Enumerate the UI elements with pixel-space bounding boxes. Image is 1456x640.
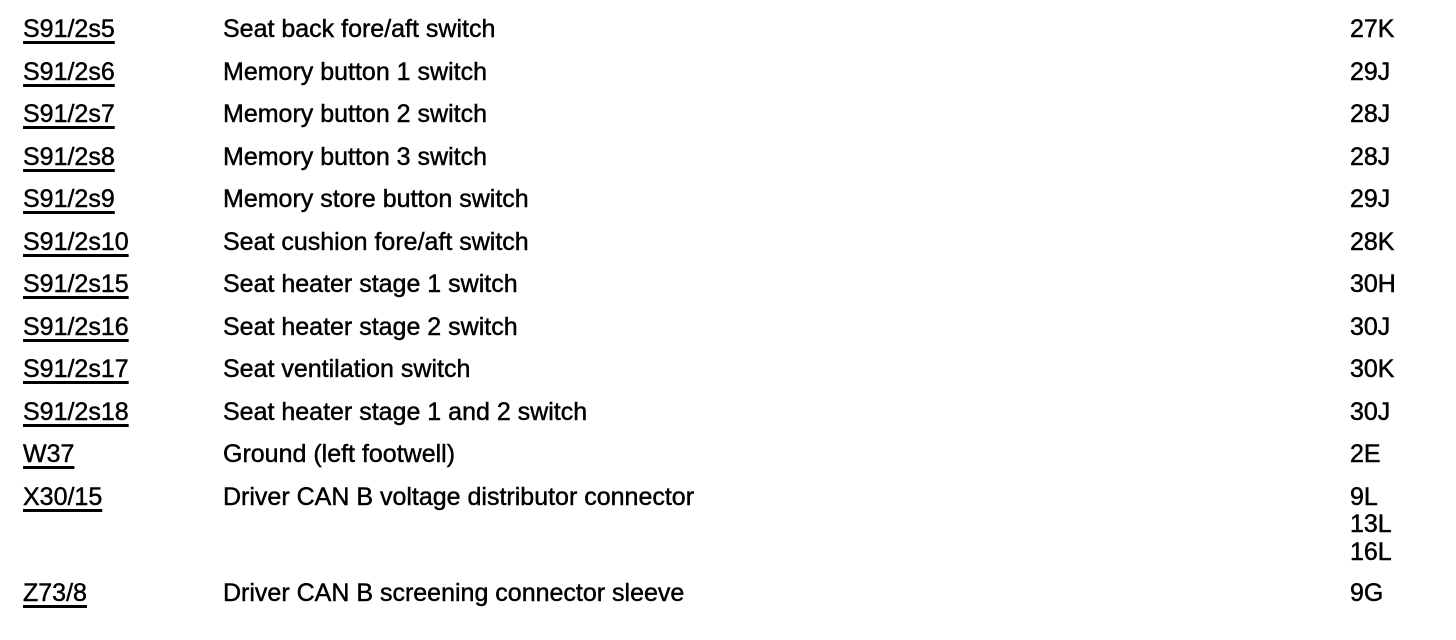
- grid-location-cell: 27K: [1350, 15, 1456, 44]
- table-row: W37 Ground (left footwell) 2E: [23, 440, 1456, 484]
- component-description: Ground (left footwell): [223, 440, 456, 468]
- component-code-link[interactable]: W37: [23, 440, 75, 468]
- table-row: S91/2s18 Seat heater stage 1 and 2 switc…: [23, 397, 1456, 442]
- component-description: Seat heater stage 1 switch: [223, 270, 518, 298]
- grid-location-value: 13L: [1350, 510, 1392, 538]
- code-cell: S91/2s10: [23, 227, 223, 256]
- grid-location-cell: 30H: [1350, 270, 1456, 299]
- table-row: S91/2s15 Seat heater stage 1 switch 30H: [23, 270, 1456, 314]
- grid-location-cell: 30K: [1350, 355, 1456, 384]
- grid-location-value: 30H: [1350, 270, 1396, 298]
- grid-location-cell: 2E: [1350, 440, 1456, 469]
- component-code-link[interactable]: S91/2s9: [23, 185, 115, 213]
- grid-location-value: 27K: [1350, 15, 1395, 43]
- grid-location-cell: 30J: [1350, 312, 1456, 342]
- code-cell: X30/15: [23, 482, 223, 511]
- code-cell: S91/2s16: [23, 312, 223, 341]
- table-row: S91/2s17 Seat ventilation switch 30K: [23, 355, 1456, 399]
- component-description: Seat ventilation switch: [223, 355, 471, 383]
- grid-location-value: 29J: [1350, 185, 1391, 213]
- code-cell: S91/2s9: [23, 186, 223, 212]
- code-cell: S91/2s5: [23, 16, 223, 42]
- code-cell: S91/2s15: [23, 271, 223, 297]
- component-description: Seat back fore/aft switch: [223, 15, 496, 43]
- code-cell: S91/2s18: [23, 397, 223, 426]
- table-row: Z73/8 Driver CAN B screening connector s…: [23, 578, 1456, 623]
- grid-location-cell: 9G: [1350, 578, 1456, 608]
- table-row: S91/2s7 Memory button 2 switch 28J: [23, 100, 1456, 144]
- grid-location-cell: 28J: [1350, 142, 1456, 172]
- component-code-link[interactable]: S91/2s17: [23, 355, 129, 383]
- component-description: Memory button 2 switch: [223, 100, 487, 128]
- component-code-link[interactable]: Z73/8: [23, 578, 87, 607]
- code-cell: S91/2s6: [23, 57, 223, 86]
- component-code-link[interactable]: S91/2s18: [23, 397, 129, 426]
- grid-location-value: 28J: [1350, 142, 1391, 171]
- grid-location-cell: 29J: [1350, 185, 1456, 214]
- component-code-link[interactable]: S91/2s6: [23, 57, 115, 86]
- table-row: S91/2s6 Memory button 1 switch 29J: [23, 57, 1456, 102]
- component-description: Seat cushion fore/aft switch: [223, 227, 529, 256]
- component-code-link[interactable]: S91/2s10: [23, 227, 129, 256]
- component-description: Seat heater stage 1 and 2 switch: [223, 397, 588, 426]
- grid-location-value: 9G: [1350, 578, 1384, 607]
- grid-location-value: 9L: [1350, 482, 1378, 511]
- grid-location-value: 30J: [1350, 312, 1391, 341]
- component-description: Memory store button switch: [223, 185, 529, 213]
- component-description: Memory button 3 switch: [223, 142, 487, 171]
- table-row: X30/15 Driver CAN B voltage distributor …: [23, 482, 1456, 580]
- component-code-link[interactable]: S91/2s16: [23, 312, 129, 341]
- grid-location-cell: 29J: [1350, 57, 1456, 87]
- table-row: S91/2s8 Memory button 3 switch 28J: [23, 142, 1456, 187]
- code-cell: S91/2s7: [23, 101, 223, 127]
- component-code-link[interactable]: S91/2s7: [23, 100, 115, 128]
- component-description: Seat heater stage 2 switch: [223, 312, 518, 341]
- grid-location-value: 16L: [1350, 537, 1392, 566]
- component-code-link[interactable]: X30/15: [23, 482, 103, 511]
- table-row: S91/2s16 Seat heater stage 2 switch 30J: [23, 312, 1456, 357]
- component-code-link[interactable]: S91/2s15: [23, 270, 129, 298]
- grid-location-cell: 28K: [1350, 227, 1456, 257]
- code-cell: S91/2s17: [23, 356, 223, 382]
- code-cell: W37: [23, 441, 223, 467]
- component-description: Driver CAN B voltage distributor connect…: [223, 482, 695, 511]
- component-code-link[interactable]: S91/2s5: [23, 15, 115, 43]
- grid-location-value: 28K: [1350, 227, 1395, 256]
- grid-location-cell: 30J: [1350, 397, 1456, 427]
- table-row: S91/2s9 Memory store button switch 29J: [23, 185, 1456, 229]
- grid-location-cell: 28J: [1350, 100, 1456, 129]
- code-cell: Z73/8: [23, 578, 223, 607]
- component-description: Driver CAN B screening connector sleeve: [223, 578, 685, 607]
- grid-location-value: 29J: [1350, 57, 1391, 86]
- grid-location-value: 30K: [1350, 355, 1395, 383]
- grid-location-value: 28J: [1350, 100, 1391, 128]
- grid-location-value: 2E: [1350, 440, 1381, 468]
- table-row: S91/2s5 Seat back fore/aft switch 27K: [23, 15, 1456, 59]
- code-cell: S91/2s8: [23, 142, 223, 171]
- component-description: Memory button 1 switch: [223, 57, 487, 86]
- component-code-link[interactable]: S91/2s8: [23, 142, 115, 171]
- grid-location-value: 30J: [1350, 397, 1391, 426]
- table-row: S91/2s10 Seat cushion fore/aft switch 28…: [23, 227, 1456, 272]
- component-legend: S91/2s5 Seat back fore/aft switch 27K S9…: [23, 15, 1456, 623]
